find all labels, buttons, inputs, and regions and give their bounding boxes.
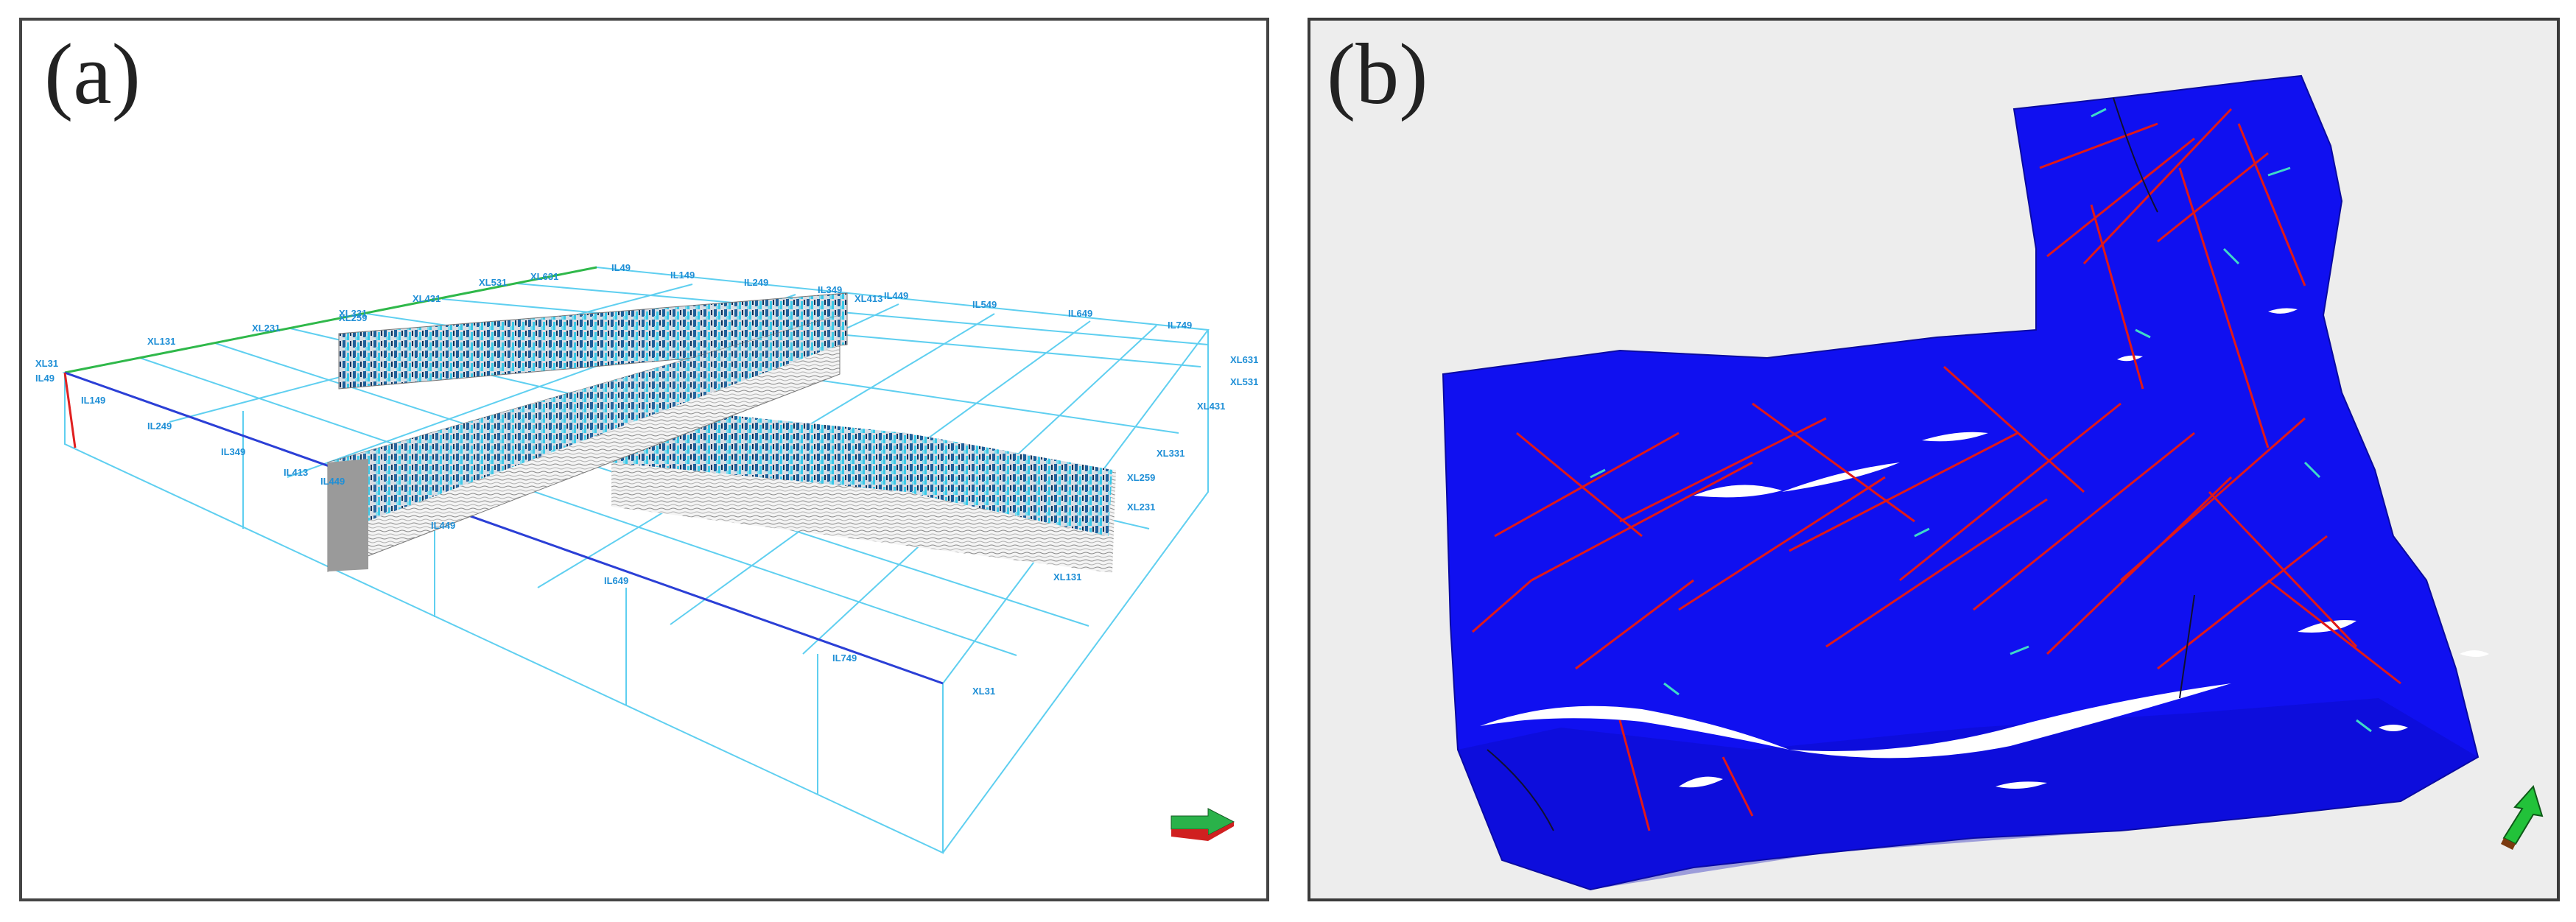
svg-text:XL31: XL31 [972, 686, 995, 697]
svg-text:XL631: XL631 [1230, 354, 1258, 365]
svg-text:XL131: XL131 [1053, 571, 1081, 583]
surface-gaps [1480, 308, 2489, 789]
panel-a: (a) [19, 18, 1269, 901]
svg-text:IL449: IL449 [320, 476, 345, 487]
il-axis-line [64, 371, 944, 685]
panel-a-label: (a) [44, 26, 141, 122]
svg-text:IL549: IL549 [972, 299, 997, 310]
svg-text:XL413: XL413 [854, 293, 882, 304]
svg-text:IL149: IL149 [81, 395, 105, 406]
inline-section [338, 292, 1116, 573]
svg-text:XL131: XL131 [147, 336, 175, 347]
svg-text:XL259: XL259 [339, 312, 367, 323]
fault-surface-view [1442, 74, 2544, 891]
svg-text:IL149: IL149 [670, 270, 695, 281]
svg-text:XL631: XL631 [530, 271, 558, 282]
fault-traces [1472, 108, 2401, 831]
fault-fragments [1590, 108, 2372, 733]
svg-text:XL31: XL31 [35, 358, 58, 369]
svg-text:XL531: XL531 [479, 277, 507, 288]
svg-text:XL531: XL531 [1230, 376, 1258, 387]
svg-text:IL249: IL249 [147, 420, 172, 432]
svg-text:XL431: XL431 [413, 293, 441, 304]
svg-text:IL249: IL249 [744, 277, 768, 288]
north-arrow-icon [2501, 785, 2544, 850]
axis-tick-labels: XL31 XL131 XL231 XL331 XL431 XL531 XL631… [35, 262, 1258, 697]
svg-text:IL349: IL349 [221, 446, 245, 457]
crossline-section [327, 314, 840, 572]
svg-text:IL349: IL349 [818, 284, 842, 295]
seismic-3d-view: XL31 XL131 XL231 XL331 XL431 XL531 XL631… [35, 262, 1258, 854]
svg-text:IL49: IL49 [611, 262, 631, 273]
time-axis-line [63, 372, 77, 448]
orientation-arrow-icon [1171, 808, 1235, 841]
svg-text:IL649: IL649 [604, 575, 628, 586]
svg-text:IL749: IL749 [1168, 320, 1192, 331]
xl-axis-line [64, 266, 597, 374]
dark-traces [1487, 97, 2195, 831]
svg-text:XL231: XL231 [252, 323, 280, 334]
svg-text:IL449: IL449 [884, 290, 908, 301]
svg-text:IL449: IL449 [431, 520, 455, 531]
svg-text:XL331: XL331 [1157, 448, 1185, 459]
panel-b: (b) [1308, 18, 2560, 901]
svg-text:IL649: IL649 [1068, 308, 1092, 319]
panel-b-label: (b) [1327, 26, 1428, 122]
svg-text:XL259: XL259 [1127, 472, 1155, 483]
svg-text:XL431: XL431 [1197, 401, 1225, 412]
svg-text:IL413: IL413 [284, 467, 308, 478]
svg-text:XL331: XL331 [339, 308, 367, 319]
svg-text:IL49: IL49 [35, 373, 55, 384]
svg-text:XL231: XL231 [1127, 502, 1155, 513]
svg-text:IL749: IL749 [832, 652, 857, 664]
